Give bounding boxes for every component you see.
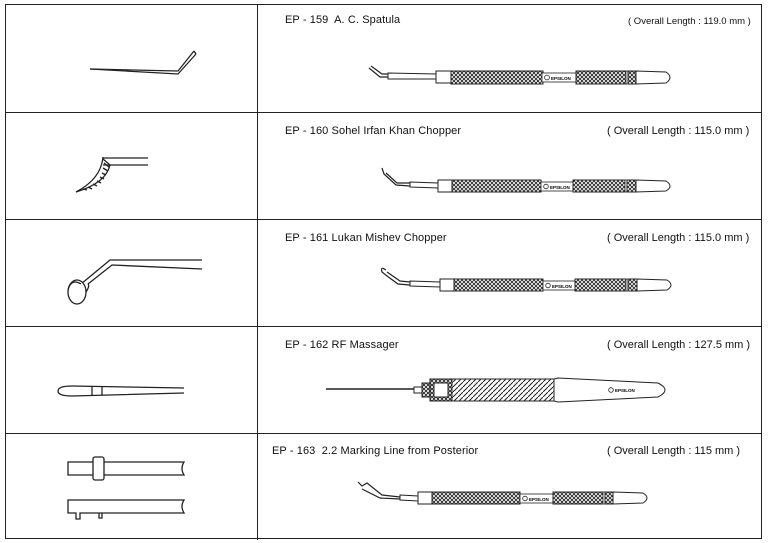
instrument-cell: EP - 163 2.2 Marking Line from Posterior… xyxy=(258,434,761,540)
instrument-title: EP - 162 RF Massager xyxy=(285,339,399,351)
marking-tip-drawing xyxy=(67,456,186,520)
brand-label: EPSILON xyxy=(551,76,571,81)
instrument-drawing: EPSILON xyxy=(368,65,671,85)
instrument-drawing: EPSILON xyxy=(326,377,666,403)
instrument-cell: EP - 161 Lukan Mishev Chopper ( Overall … xyxy=(258,220,761,326)
brand-label: EPSILON xyxy=(552,284,572,289)
instrument-drawing: EPSILON xyxy=(381,167,671,193)
overall-length: ( Overall Length : 115.0 mm ) xyxy=(607,232,750,244)
catalog-row: EP - 161 Lukan Mishev Chopper ( Overall … xyxy=(6,220,761,327)
instrument-title: EP - 161 Lukan Mishev Chopper xyxy=(285,232,447,244)
brand-label: EPSILON xyxy=(550,185,570,190)
tip-detail-cell xyxy=(6,113,258,219)
instrument-title: EP - 163 2.2 Marking Line from Posterior xyxy=(272,445,479,457)
overall-length: ( Overall Length : 115 mm ) xyxy=(607,445,741,457)
brand-label: EPSILON xyxy=(529,497,549,502)
spatula-tip-drawing xyxy=(89,50,197,75)
instrument-title: EP - 160 Sohel Irfan Khan Chopper xyxy=(285,125,462,137)
tip-detail-cell xyxy=(6,327,258,433)
instrument-cell: EP - 159 A. C. Spatula ( Overall Length … xyxy=(258,5,761,112)
instrument-drawing: EPSILON xyxy=(357,481,648,505)
instrument-cell: EP - 160 Sohel Irfan Khan Chopper ( Over… xyxy=(258,113,761,219)
chopper-tip-drawing xyxy=(75,156,148,193)
tip-detail-cell xyxy=(6,220,258,326)
massager-tip-drawing xyxy=(57,385,185,397)
instrument-cell: EP - 162 RF Massager ( Overall Length : … xyxy=(258,327,761,433)
catalog-row: EP - 163 2.2 Marking Line from Posterior… xyxy=(6,434,761,540)
tip-detail-cell xyxy=(6,5,258,112)
overall-length: ( Overall Length : 119.0 mm ) xyxy=(628,16,751,27)
overall-length: ( Overall Length : 127.5 mm ) xyxy=(607,339,751,351)
brand-label: EPSILON xyxy=(615,388,635,393)
tip-detail-cell xyxy=(6,434,258,540)
overall-length: ( Overall Length : 115.0 mm ) xyxy=(607,125,750,137)
chopper-tip-drawing xyxy=(67,259,203,305)
instrument-drawing: EPSILON xyxy=(380,267,672,292)
catalog-row: EP - 159 A. C. Spatula ( Overall Length … xyxy=(6,5,761,113)
instrument-title: EP - 159 A. C. Spatula xyxy=(285,14,401,26)
catalog-row: EP - 162 RF Massager ( Overall Length : … xyxy=(6,327,761,434)
catalog-table: EP - 159 A. C. Spatula ( Overall Length … xyxy=(5,4,762,540)
catalog-row: EP - 160 Sohel Irfan Khan Chopper ( Over… xyxy=(6,113,761,220)
